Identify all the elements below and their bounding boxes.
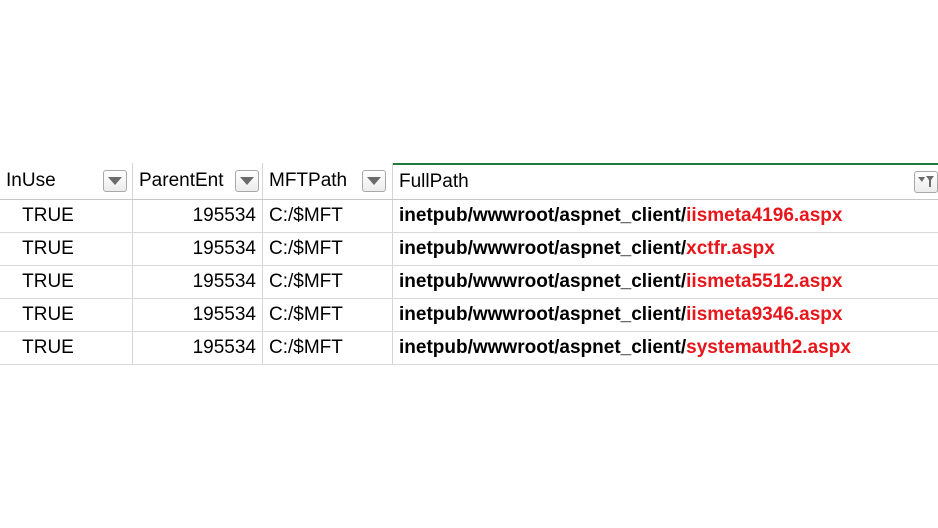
path-prefix: inetpub/wwwroot/aspnet_client/	[399, 271, 687, 292]
filter-dropdown-button[interactable]	[103, 170, 127, 192]
filter-funnel-icon	[918, 176, 934, 187]
table-row[interactable]: TRUE 195534 C:/$MFT inetpub/wwwroot/aspn…	[0, 332, 938, 365]
cell-inuse[interactable]: TRUE	[0, 233, 133, 265]
column-header-parententry[interactable]: ParentEnt	[133, 163, 263, 199]
highlighted-file-name: iismeta9346.aspx	[686, 304, 843, 325]
column-header-mftpath[interactable]: MFTPath	[263, 163, 393, 199]
highlighted-file-name: xctfr.aspx	[686, 238, 775, 259]
cell-inuse[interactable]: TRUE	[0, 200, 133, 232]
cell-mft-path[interactable]: C:/$MFT	[263, 299, 393, 331]
highlighted-file-name: systemauth2.aspx	[686, 337, 851, 358]
cell-full-path[interactable]: inetpub/wwwroot/aspnet_client/iismeta419…	[393, 200, 938, 232]
filter-dropdown-button[interactable]	[362, 170, 386, 192]
cell-parent-entry[interactable]: 195534	[133, 233, 263, 265]
table-row[interactable]: TRUE 195534 C:/$MFT inetpub/wwwroot/aspn…	[0, 233, 938, 266]
cell-parent-entry[interactable]: 195534	[133, 299, 263, 331]
cell-parent-entry[interactable]: 195534	[133, 266, 263, 298]
cell-mft-path[interactable]: C:/$MFT	[263, 200, 393, 232]
path-prefix: inetpub/wwwroot/aspnet_client/	[399, 205, 687, 226]
cell-inuse[interactable]: TRUE	[0, 299, 133, 331]
cell-parent-entry[interactable]: 195534	[133, 200, 263, 232]
column-header-label: FullPath	[399, 171, 469, 192]
cell-inuse[interactable]: TRUE	[0, 332, 133, 364]
path-prefix: inetpub/wwwroot/aspnet_client/	[399, 238, 687, 259]
cell-full-path[interactable]: inetpub/wwwroot/aspnet_client/iismeta934…	[393, 299, 938, 331]
cell-mft-path[interactable]: C:/$MFT	[263, 233, 393, 265]
path-prefix: inetpub/wwwroot/aspnet_client/	[399, 337, 687, 358]
cell-parent-entry[interactable]: 195534	[133, 332, 263, 364]
dropdown-arrow-icon	[108, 177, 122, 185]
cell-mft-path[interactable]: C:/$MFT	[263, 266, 393, 298]
dropdown-arrow-icon	[367, 177, 381, 185]
path-prefix: inetpub/wwwroot/aspnet_client/	[399, 304, 687, 325]
spreadsheet-table: InUse ParentEnt MFTPath FullPath	[0, 163, 938, 365]
column-header-inuse[interactable]: InUse	[0, 163, 133, 199]
active-filter-button[interactable]	[914, 171, 938, 193]
column-header-label: MFTPath	[269, 170, 348, 191]
table-row[interactable]: TRUE 195534 C:/$MFT inetpub/wwwroot/aspn…	[0, 266, 938, 299]
column-header-label: InUse	[6, 170, 56, 191]
filter-dropdown-button[interactable]	[235, 170, 259, 192]
dropdown-arrow-icon	[240, 177, 254, 185]
highlighted-file-name: iismeta5512.aspx	[686, 271, 843, 292]
table-row[interactable]: TRUE 195534 C:/$MFT inetpub/wwwroot/aspn…	[0, 200, 938, 233]
cell-full-path[interactable]: inetpub/wwwroot/aspnet_client/xctfr.aspx	[393, 233, 938, 265]
cell-full-path[interactable]: inetpub/wwwroot/aspnet_client/iismeta551…	[393, 266, 938, 298]
table-row[interactable]: TRUE 195534 C:/$MFT inetpub/wwwroot/aspn…	[0, 299, 938, 332]
cell-inuse[interactable]: TRUE	[0, 266, 133, 298]
column-header-label: ParentEnt	[139, 170, 224, 191]
header-row: InUse ParentEnt MFTPath FullPath	[0, 163, 938, 200]
cell-full-path[interactable]: inetpub/wwwroot/aspnet_client/systemauth…	[393, 332, 938, 364]
cell-mft-path[interactable]: C:/$MFT	[263, 332, 393, 364]
column-header-fullpath[interactable]: FullPath	[393, 163, 938, 199]
highlighted-file-name: iismeta4196.aspx	[686, 205, 843, 226]
